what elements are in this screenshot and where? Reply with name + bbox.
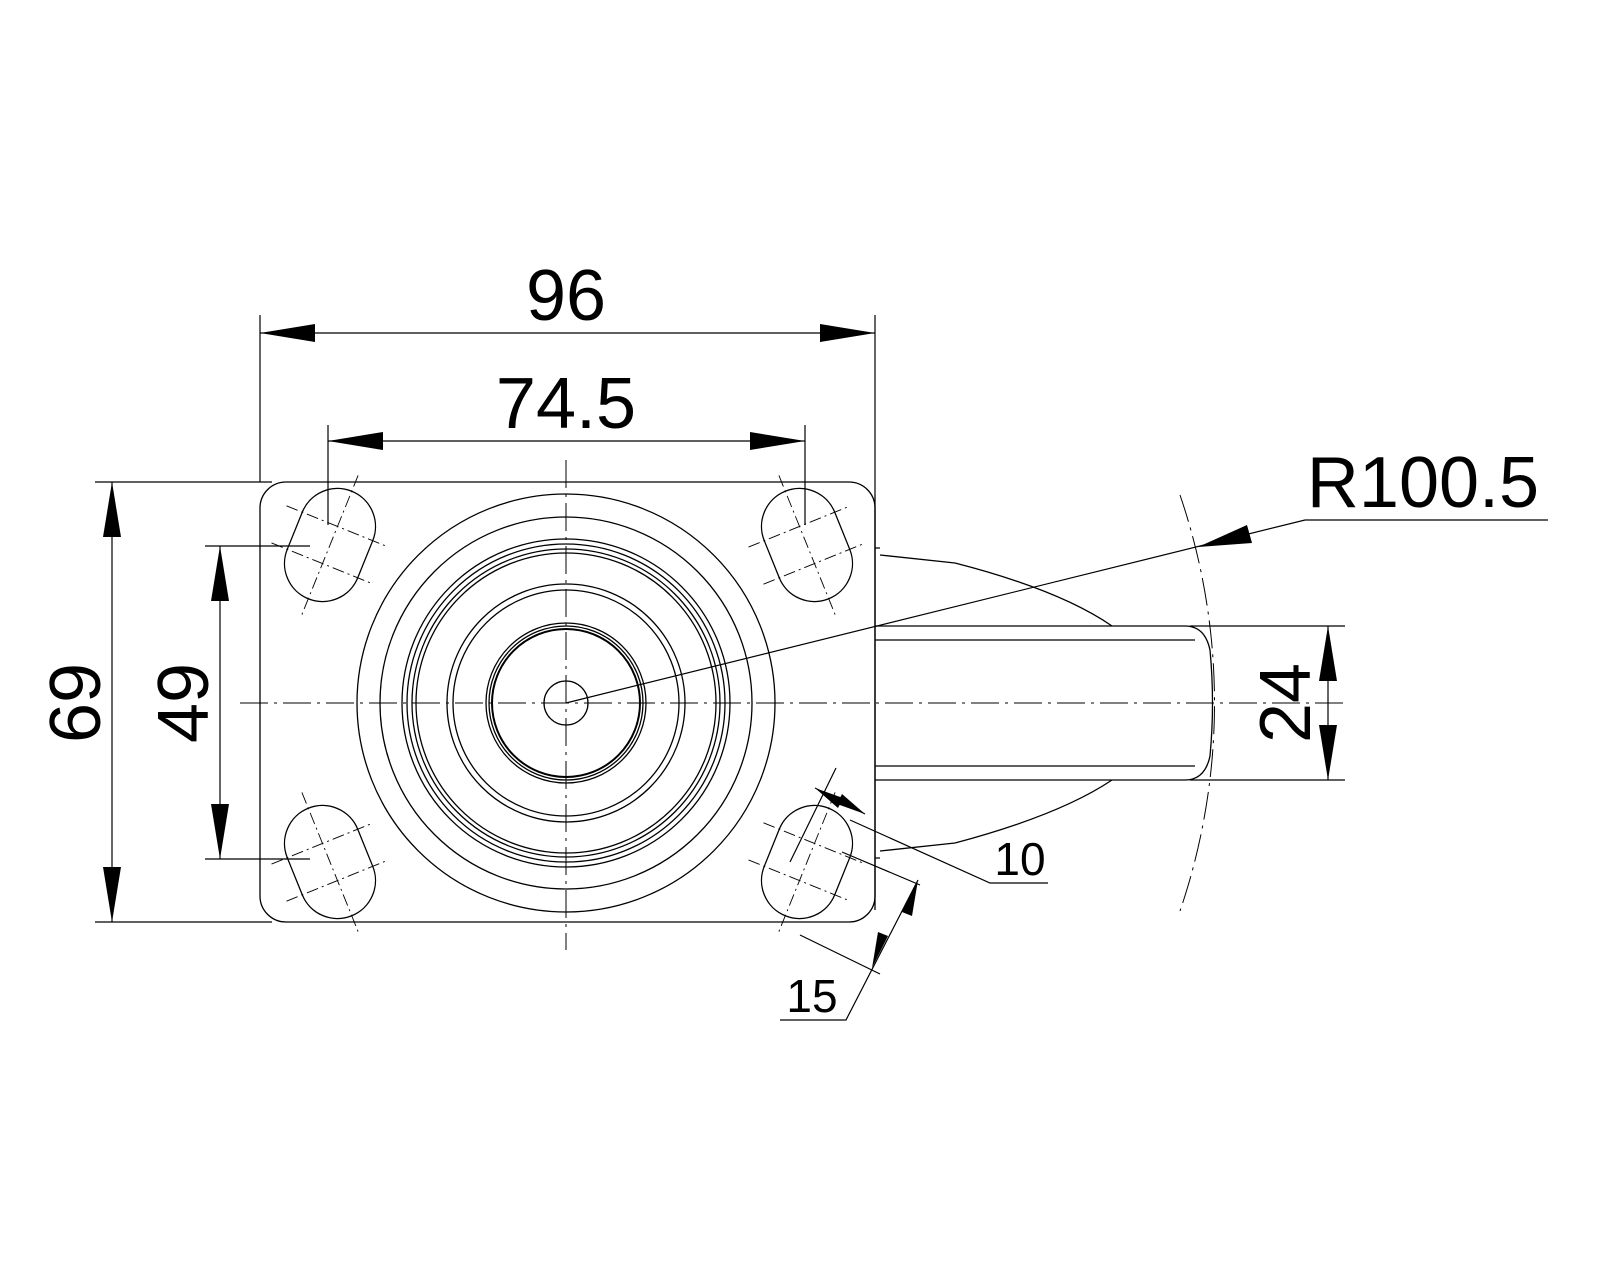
dimension-label: R100.5 bbox=[1307, 443, 1539, 523]
dimension-24: 24 bbox=[1190, 625, 1345, 781]
dimension-label: 10 bbox=[994, 833, 1045, 885]
swivel-radius-arc bbox=[1179, 494, 1215, 912]
mounting-slot-bottom-left bbox=[271, 792, 389, 932]
dimension-label: 15 bbox=[786, 970, 837, 1022]
dimension-96: 96 bbox=[259, 256, 876, 495]
dimension-label: 74.5 bbox=[496, 364, 636, 444]
dimension-74-5: 74.5 bbox=[327, 364, 806, 525]
dimension-radius: R100.5 bbox=[565, 443, 1548, 704]
mounting-slot-top-left bbox=[271, 475, 389, 615]
dimension-69: 69 bbox=[36, 481, 272, 923]
dimension-label: 49 bbox=[144, 663, 224, 743]
dimension-label: 24 bbox=[1246, 663, 1326, 743]
dimension-label: 69 bbox=[36, 663, 116, 743]
top-plate bbox=[259, 481, 876, 923]
dimension-slot-length: 15 bbox=[780, 851, 921, 1022]
kingpin-hole bbox=[543, 680, 589, 726]
dimension-slot-width: 10 bbox=[789, 767, 1048, 885]
fork-and-wheel bbox=[874, 495, 1214, 910]
dimension-49: 49 bbox=[144, 545, 310, 860]
swivel-rings bbox=[356, 493, 776, 913]
mounting-slot-bottom-right bbox=[748, 792, 866, 932]
mounting-slot-top-right bbox=[748, 475, 866, 615]
dimension-label: 96 bbox=[526, 256, 606, 336]
